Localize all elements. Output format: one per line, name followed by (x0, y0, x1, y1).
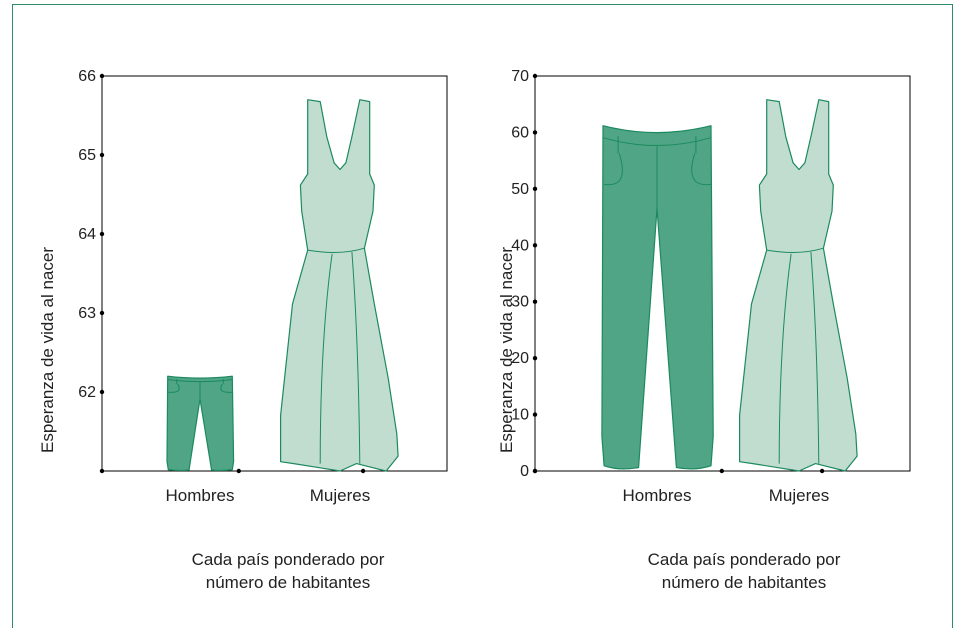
caption-left: Cada país ponderado por número de habita… (138, 548, 438, 594)
plot-area-1 (101, 75, 448, 472)
caption-right: Cada país ponderado por número de habita… (594, 548, 894, 594)
caption-right-line-1: Cada país ponderado por (647, 550, 841, 569)
x-tick-mark (719, 468, 724, 474)
axis-origin-dot (99, 468, 105, 474)
y-tick-mark (532, 130, 538, 135)
bar-mujeres-1 (280, 99, 399, 472)
caption-left-line-1: Cada país ponderado por (191, 550, 385, 569)
dress-icon-detail (307, 247, 365, 464)
y-tick-mark (532, 186, 538, 192)
y-tick-label: 20 (511, 350, 529, 367)
y-tick-label: 63 (78, 305, 96, 322)
y-tick-label: 70 (511, 68, 529, 85)
y-tick-label: 64 (78, 226, 96, 243)
pants-icon-detail (167, 379, 233, 399)
y-tick-label: 60 (511, 124, 529, 141)
plot-area-2 (534, 75, 911, 472)
y-tick-label: 66 (78, 68, 96, 85)
y-tick-label: 62 (78, 384, 96, 401)
y-tick-label: 50 (511, 181, 529, 198)
y-tick-mark (532, 355, 538, 361)
y-tick-mark (99, 231, 105, 237)
y-axis-label: Esperanza de vida al nacer (497, 247, 516, 453)
y-tick-mark (532, 412, 538, 417)
y-tick-mark (99, 152, 105, 158)
caption-left-line-2: número de habitantes (205, 573, 371, 592)
x-tick-mark (819, 468, 825, 474)
y-axis-label: Esperanza de vida al nacer (38, 247, 57, 453)
y-tick-label: 30 (511, 294, 529, 311)
x-category-label: Hombres (623, 486, 692, 505)
pants-icon (601, 125, 714, 470)
y-tick-mark (99, 73, 105, 79)
y-tick-label: 40 (511, 237, 529, 254)
dress-icon-detail (766, 247, 824, 464)
y-tick-mark (532, 299, 538, 304)
y-tick-label: 0 (520, 463, 529, 480)
y-tick-mark (532, 73, 538, 79)
pants-icon (166, 375, 235, 472)
y-tick-label: 10 (511, 407, 529, 424)
y-tick-mark (99, 310, 105, 316)
dress-icon (280, 99, 399, 472)
x-category-label: Mujeres (769, 486, 829, 505)
pants-icon-detail (602, 136, 712, 209)
y-tick-label: 65 (78, 147, 96, 164)
dress-icon (739, 99, 858, 472)
y-tick-mark (99, 389, 105, 395)
x-tick-mark (236, 468, 241, 474)
x-tick-mark (360, 468, 366, 474)
y-tick-mark (532, 243, 538, 248)
caption-right-line-2: número de habitantes (661, 573, 827, 592)
bar-hombres-2 (601, 125, 714, 470)
axis-origin-dot (532, 468, 538, 474)
x-category-label: Mujeres (310, 486, 370, 505)
bar-hombres-1 (166, 375, 235, 472)
bar-mujeres-2 (739, 99, 858, 472)
x-category-label: Hombres (166, 486, 235, 505)
